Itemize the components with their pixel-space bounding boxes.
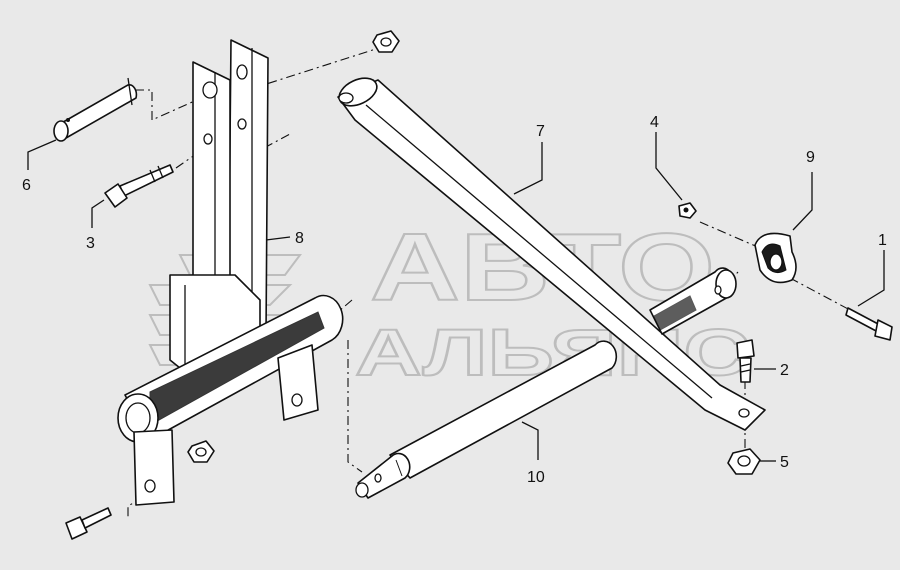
rear-lug (277, 344, 319, 421)
part-shaft-10 (355, 340, 618, 499)
stub-pin (649, 267, 737, 335)
callouts: 1 2 3 4 5 6 7 8 9 10 (22, 114, 887, 486)
callout-10: 10 (527, 469, 545, 486)
callout-4: 4 (650, 114, 659, 131)
callout-2: 2 (780, 362, 789, 379)
part-frame-8 (117, 39, 344, 506)
top-nut (372, 30, 400, 53)
part-arm-7 (337, 77, 766, 431)
callout-5: 5 (780, 454, 789, 471)
part-bolt-2 (736, 339, 755, 383)
front-lug (133, 429, 175, 506)
callout-3: 3 (86, 235, 95, 252)
part-bolt-3 (104, 164, 174, 208)
part-pin-6 (53, 77, 138, 142)
part-clamp-9 (754, 232, 797, 284)
part-nut-4 (678, 202, 697, 219)
callout-9: 9 (806, 149, 815, 166)
lower-bolt (65, 507, 112, 540)
leader-lines (27, 132, 885, 462)
part-nut-5 (727, 448, 761, 475)
side-nut (187, 440, 215, 463)
part-bolt-1 (845, 307, 893, 341)
callout-1: 1 (878, 232, 887, 249)
callout-7: 7 (536, 123, 545, 140)
callout-6: 6 (22, 177, 31, 194)
callout-8: 8 (295, 230, 304, 247)
